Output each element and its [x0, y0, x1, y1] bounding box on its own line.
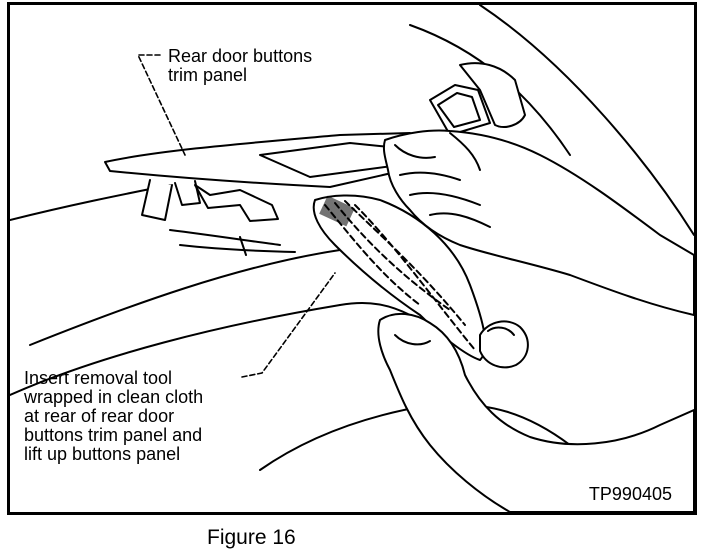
callout-line: buttons trim panel and — [24, 425, 203, 445]
upper-hand — [382, 129, 694, 316]
figure-frame: Rear door buttons trim panel Insert remo… — [7, 2, 697, 515]
callout-line: Rear door buttons — [168, 46, 313, 66]
leader-lines — [137, 54, 336, 378]
callout-line: Insert removal tool — [24, 368, 173, 388]
door-trim-illustration — [10, 5, 694, 512]
callout-line: lift up buttons panel — [24, 444, 181, 464]
part-number: TP990405 — [588, 484, 672, 504]
trim-panel — [104, 132, 426, 256]
callout-line: at rear of rear door — [24, 406, 175, 426]
lower-hand — [377, 312, 694, 512]
callout-line: trim panel — [168, 65, 248, 85]
callout-line: wrapped in clean cloth — [24, 387, 204, 407]
instruction-callout: Insert removal tool wrapped in clean clo… — [24, 369, 203, 464]
door-handle — [429, 62, 526, 136]
trim-panel-callout: Rear door buttons trim panel — [168, 47, 312, 85]
figure-caption: Figure 16 — [207, 526, 296, 549]
wrapped-tool — [312, 194, 487, 361]
